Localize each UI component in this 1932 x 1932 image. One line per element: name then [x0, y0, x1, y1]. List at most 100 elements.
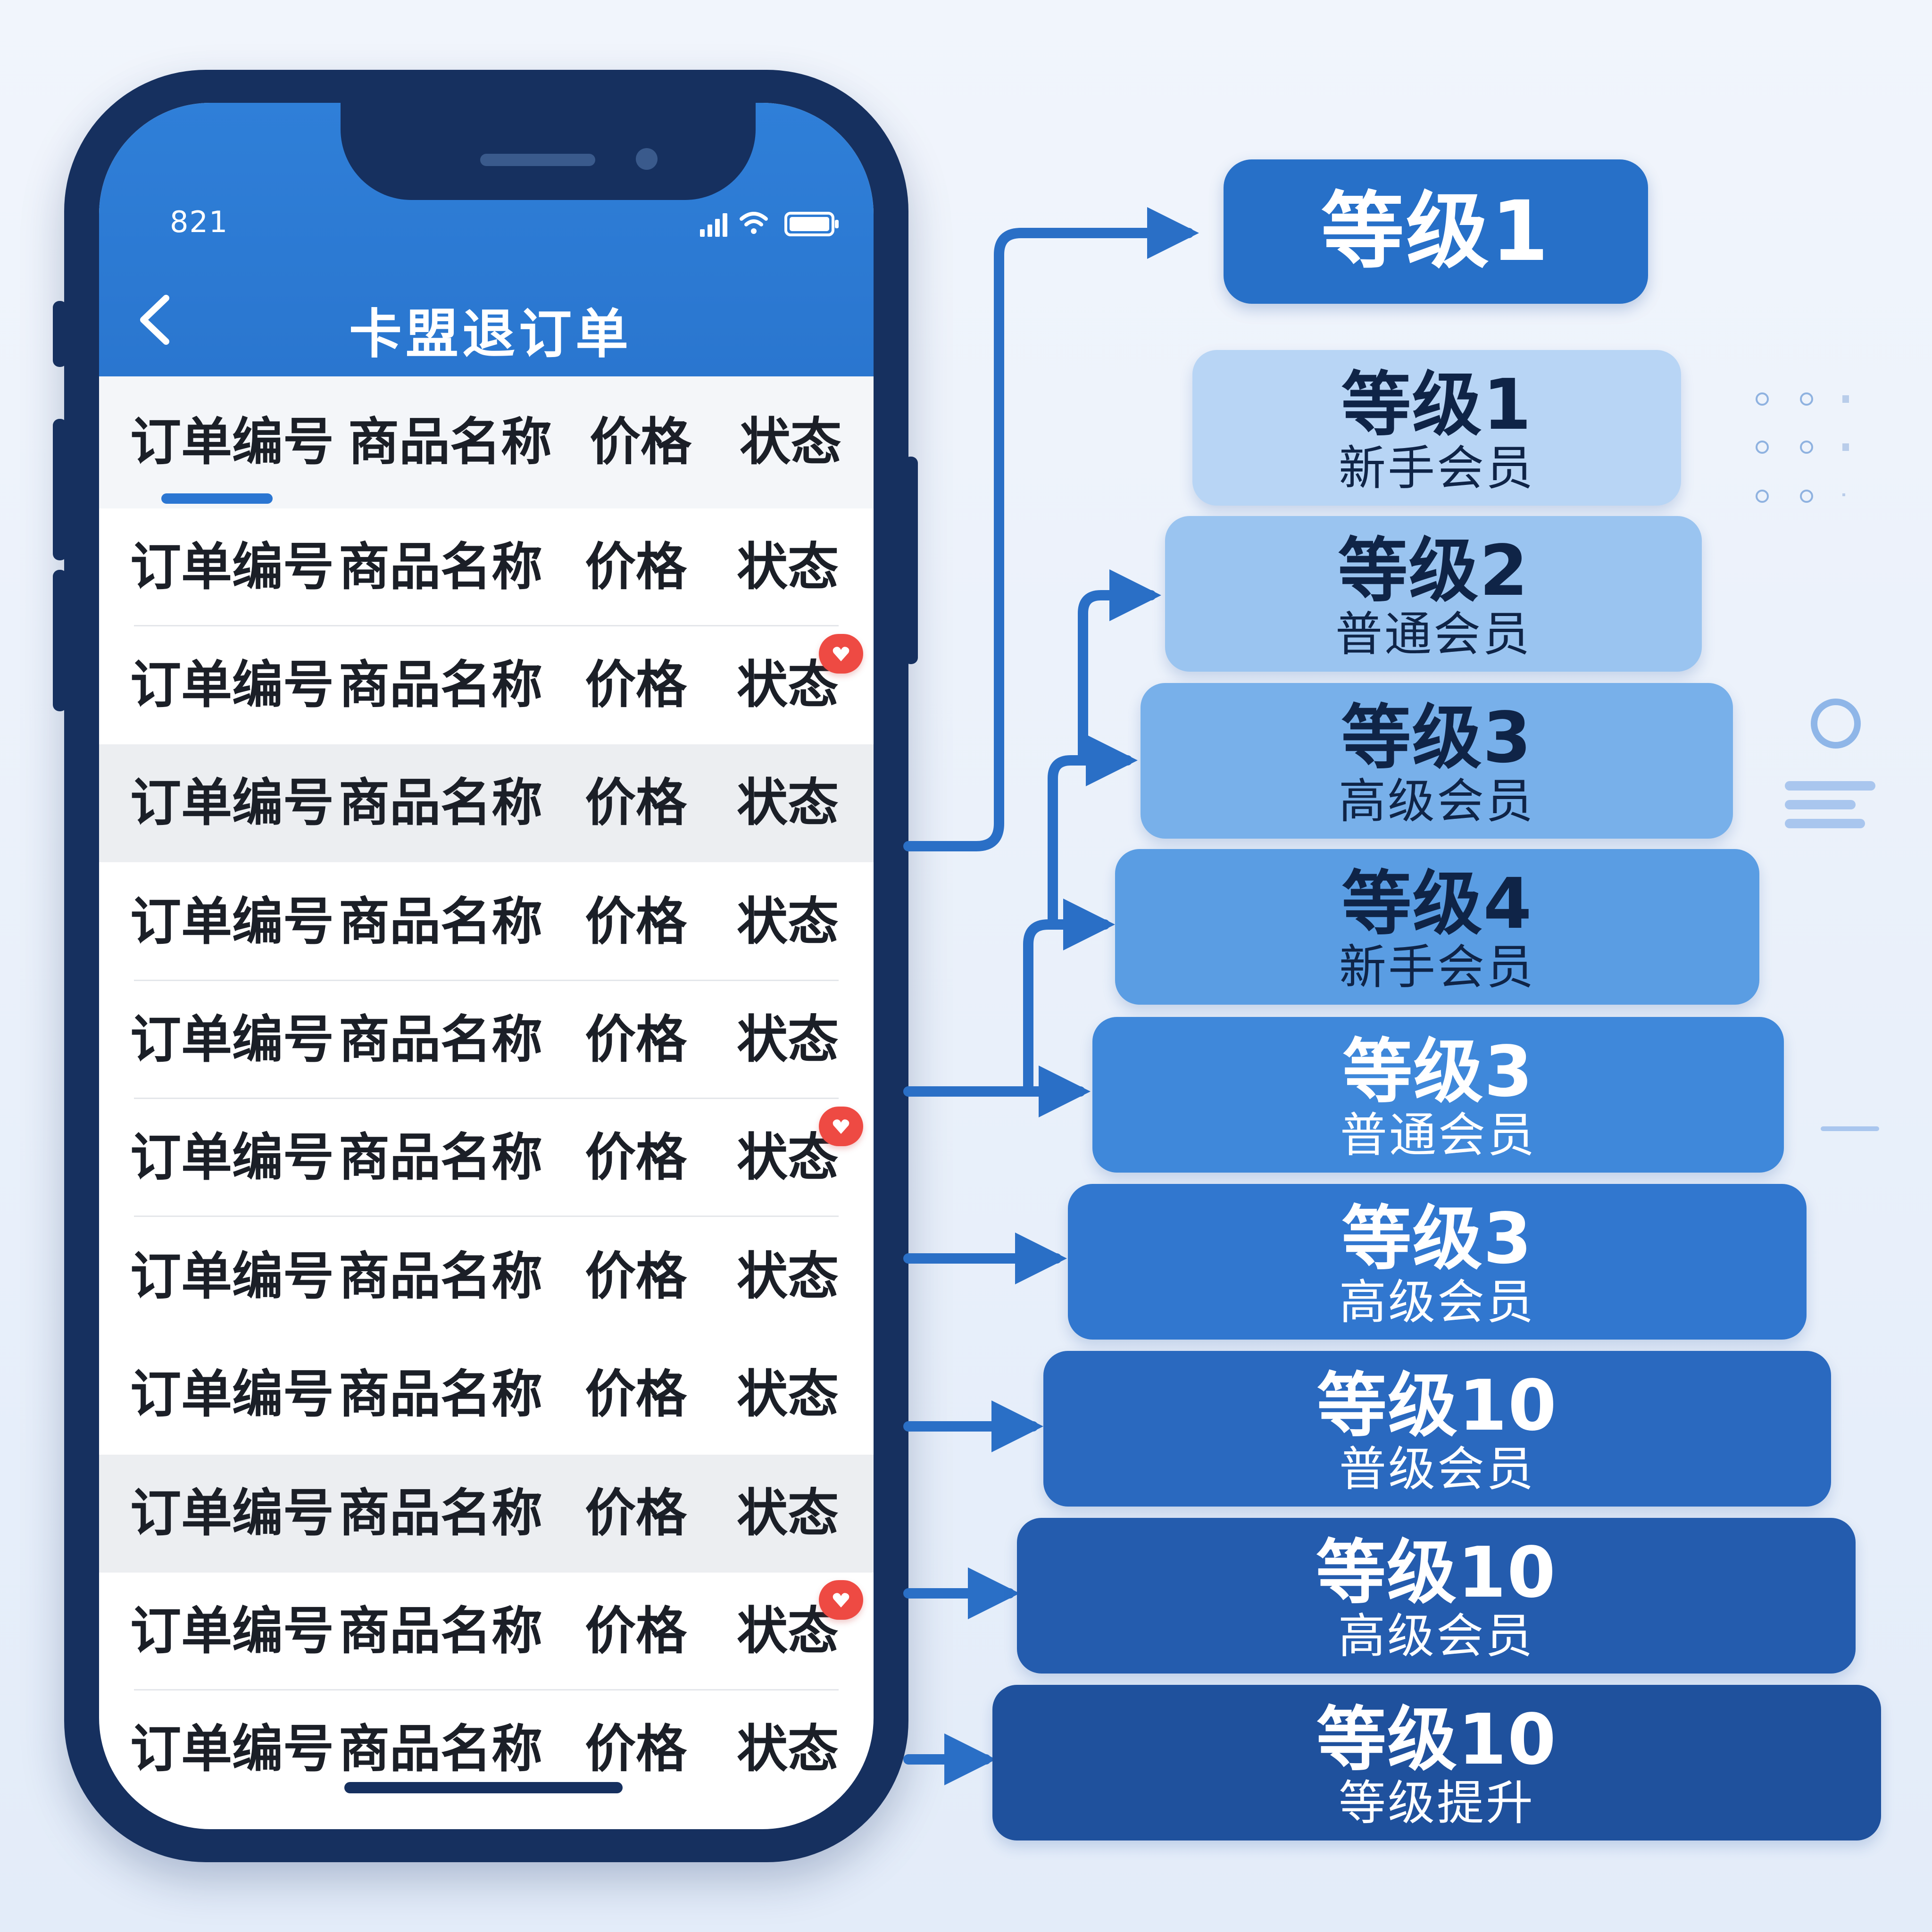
- order-number-cell: 订单编号: [130, 1484, 334, 1543]
- table-row[interactable]: 订单编号商品名称价格状态: [99, 1573, 874, 1690]
- tier-subtitle: 新手会员: [1339, 441, 1535, 496]
- home-indicator[interactable]: [344, 1782, 623, 1793]
- tier-title: 等级3: [1341, 697, 1532, 778]
- speaker-grille: [480, 154, 595, 166]
- table-row[interactable]: 订单编号商品名称价格状态: [99, 863, 874, 981]
- page-title: 卡盟退订单: [349, 304, 632, 365]
- chevron-left-icon: [140, 295, 169, 345]
- notification-badge: [819, 634, 863, 674]
- product-name-cell: 商品名称: [339, 892, 543, 951]
- tier-subtitle: 普通会员: [1340, 1108, 1536, 1163]
- price-cell: 价格: [585, 1128, 687, 1187]
- status-cell: 状态: [737, 892, 839, 951]
- tab-product-name[interactable]: 商品名称: [348, 413, 552, 472]
- product-name-cell: 商品名称: [339, 1247, 543, 1306]
- tier-title: 等级3: [1342, 1031, 1534, 1112]
- order-number-cell: 订单编号: [130, 1365, 334, 1424]
- table-row[interactable]: 订单编号商品名称价格状态: [99, 508, 874, 626]
- table-row[interactable]: 订单编号商品名称价格状态: [99, 1690, 874, 1808]
- price-cell: 价格: [585, 538, 687, 597]
- phone-side-button: [53, 570, 67, 711]
- phone-side-button: [53, 419, 67, 560]
- table-header: 订单编号 商品名称 价格 状态: [99, 376, 874, 508]
- tab-price[interactable]: 价格: [590, 413, 692, 472]
- tier-subtitle: 新手会员: [1339, 940, 1535, 995]
- product-name-cell: 商品名称: [339, 1010, 543, 1069]
- tier-subtitle: 普级会员: [1339, 1441, 1535, 1497]
- decorative-line: [1821, 1126, 1879, 1131]
- status-icons: [700, 212, 839, 237]
- order-number-cell: 订单编号: [130, 1128, 334, 1187]
- notification-badge: [819, 1580, 863, 1620]
- active-tab-indicator: [161, 493, 273, 504]
- heart-icon: [833, 647, 849, 661]
- heart-icon: [833, 1593, 849, 1607]
- battery-icon: [784, 212, 839, 236]
- tab-status[interactable]: 状态: [740, 413, 842, 472]
- decorative-dots: [1756, 392, 1849, 503]
- phone-screen: 821: [99, 103, 874, 1829]
- signal-icon: [700, 213, 727, 237]
- phone-side-button: [53, 301, 67, 367]
- level-top-title: 等级1: [1321, 183, 1551, 280]
- price-cell: 价格: [585, 1010, 687, 1069]
- tier-title: 等级10: [1316, 1699, 1557, 1780]
- status-cell: 状态: [737, 1010, 839, 1069]
- order-number-cell: 订单编号: [130, 892, 334, 951]
- back-button[interactable]: [128, 291, 180, 348]
- status-cell: 状态: [737, 1128, 839, 1187]
- status-cell: 状态: [737, 1247, 839, 1306]
- product-name-cell: 商品名称: [339, 538, 543, 597]
- status-cell: 状态: [737, 1484, 839, 1543]
- status-cell: 状态: [737, 774, 839, 833]
- product-name-cell: 商品名称: [339, 1484, 543, 1543]
- tier-subtitle: 高级会员: [1339, 1274, 1535, 1330]
- order-number-cell: 订单编号: [130, 1247, 334, 1306]
- decorative-ring-lines: [1785, 699, 1875, 828]
- price-cell: 价格: [585, 1247, 687, 1306]
- table-row[interactable]: 订单编号商品名称价格状态: [99, 981, 874, 1099]
- tab-order-number[interactable]: 订单编号: [130, 413, 334, 472]
- tier-subtitle: 高级会员: [1338, 1608, 1534, 1664]
- level-top-box: 等级1: [1224, 159, 1648, 304]
- tier-title: 等级1: [1341, 364, 1532, 445]
- tier-subtitle: 普通会员: [1335, 607, 1532, 662]
- tier-subtitle: 高级会员: [1339, 774, 1535, 829]
- table-row[interactable]: 订单编号商品名称价格状态: [99, 1099, 874, 1217]
- camera-icon: [636, 148, 658, 170]
- app-header: 821: [99, 103, 874, 376]
- tier-title: 等级2: [1338, 530, 1529, 611]
- table-row[interactable]: 订单编号商品名称价格状态: [99, 626, 874, 744]
- product-name-cell: 商品名称: [339, 656, 543, 715]
- price-cell: 价格: [585, 1365, 687, 1424]
- tier-title: 等级4: [1341, 863, 1533, 944]
- tier-title: 等级10: [1317, 1365, 1557, 1446]
- tier-title: 等级10: [1316, 1532, 1557, 1613]
- order-number-cell: 订单编号: [130, 1720, 334, 1779]
- status-cell: 状态: [737, 538, 839, 597]
- table-row[interactable]: 订单编号商品名称价格状态: [99, 1336, 874, 1454]
- price-cell: 价格: [585, 1720, 687, 1779]
- order-number-cell: 订单编号: [130, 774, 334, 833]
- price-cell: 价格: [585, 892, 687, 951]
- price-cell: 价格: [585, 774, 687, 833]
- arrow-to-tier-4: [903, 899, 1115, 1097]
- status-cell: 状态: [737, 1720, 839, 1779]
- table-row[interactable]: 订单编号商品名称价格状态: [99, 1455, 874, 1573]
- order-number-cell: 订单编号: [130, 1602, 334, 1661]
- table-row[interactable]: 订单编号商品名称价格状态: [99, 1218, 874, 1336]
- phone-notch: [341, 103, 756, 200]
- table-row[interactable]: 订单编号商品名称价格状态: [99, 744, 874, 862]
- product-name-cell: 商品名称: [339, 1602, 543, 1661]
- phone-frame: 821: [53, 70, 918, 1862]
- order-number-cell: 订单编号: [130, 1010, 334, 1069]
- price-cell: 价格: [585, 1602, 687, 1661]
- product-name-cell: 商品名称: [339, 1720, 543, 1779]
- product-name-cell: 商品名称: [339, 1365, 543, 1424]
